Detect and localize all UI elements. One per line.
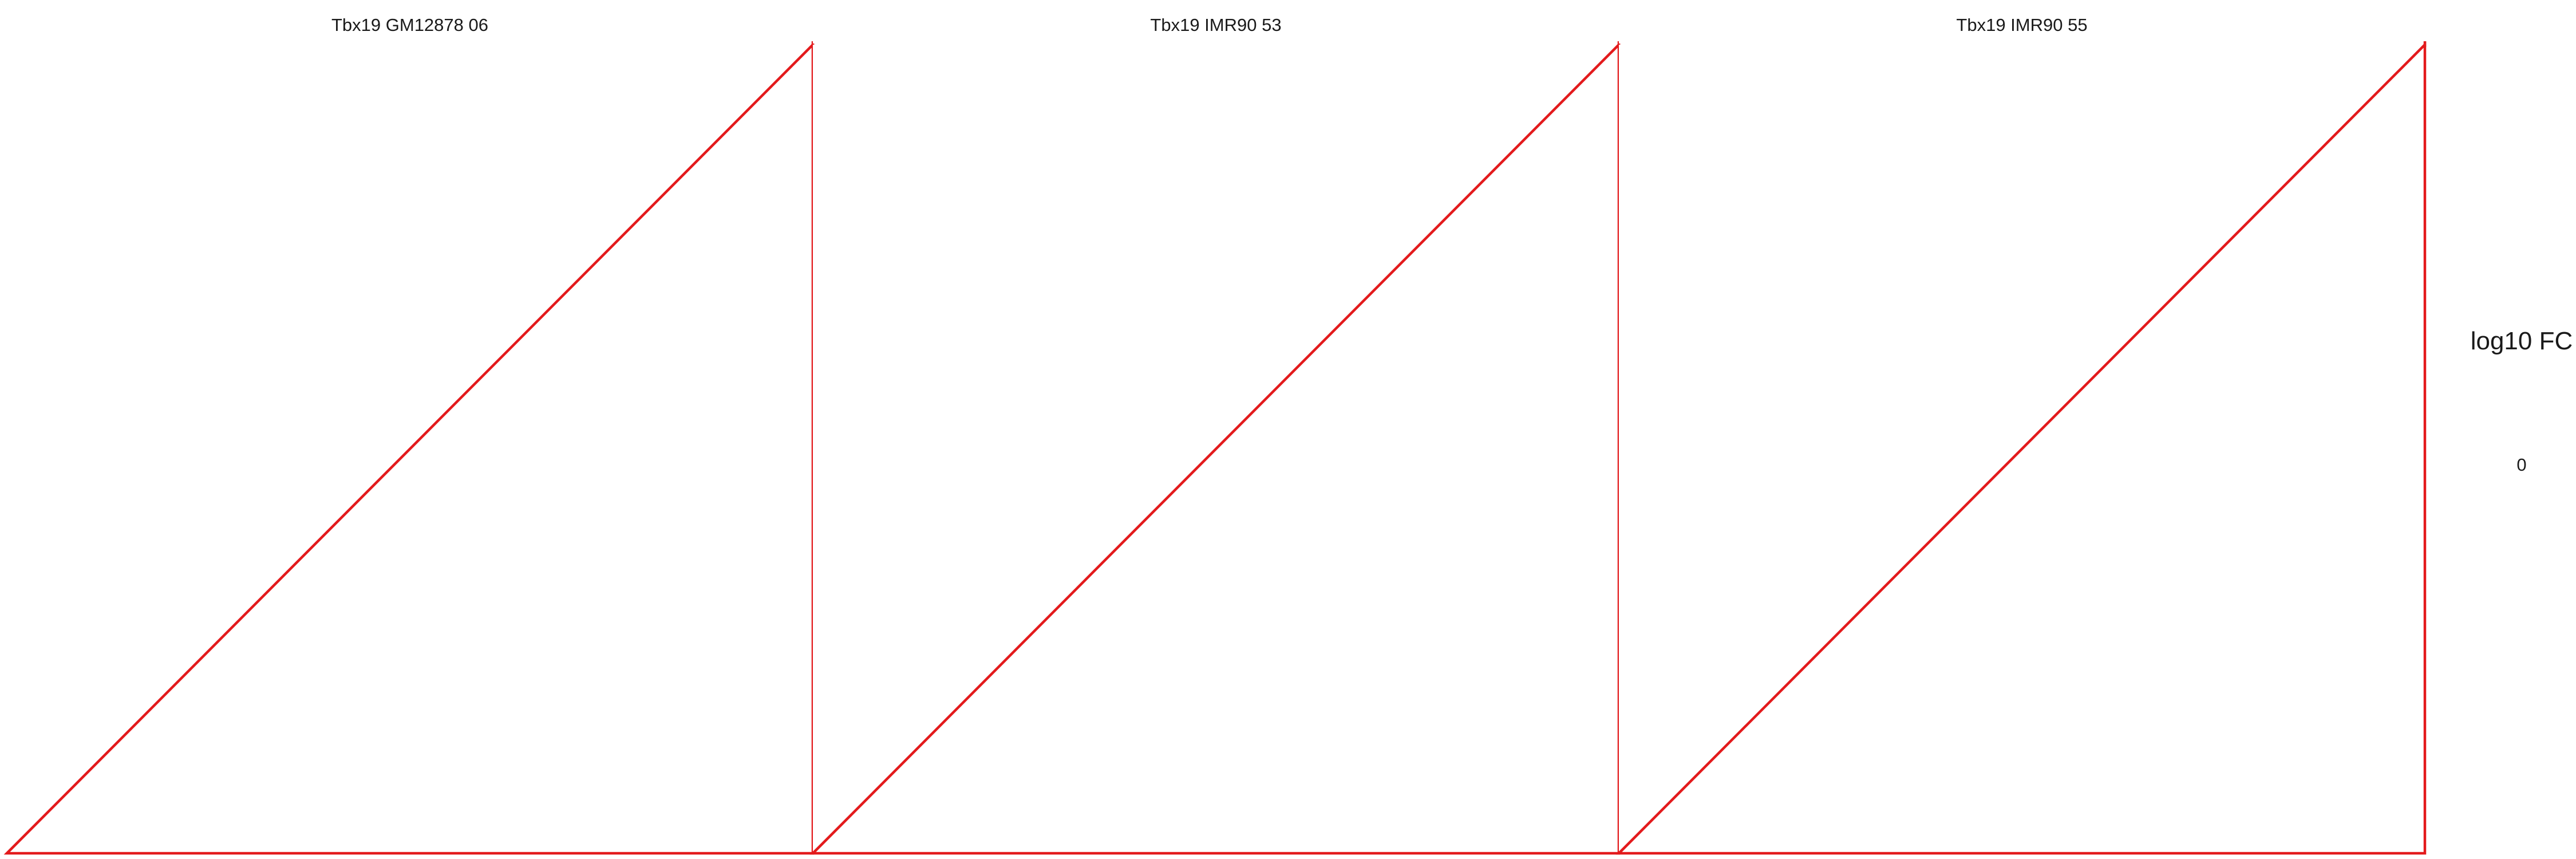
panel-strip <box>7 10 813 44</box>
panel-strip <box>1619 10 2425 44</box>
legend-label: 0 <box>2516 455 2526 475</box>
triangle-outline <box>1615 41 2427 855</box>
panel-title: Tbx19 IMR90 55 <box>1956 15 2087 35</box>
panels-group: Tbx19 GM12878 06 Tbx19 IMR90 53 Tbx19 IMR9… <box>3 10 2427 855</box>
legend-title: log10 FC <box>2471 327 2573 355</box>
legend: log10 FC 0 <box>2471 327 2573 475</box>
panel-title: Tbx19 GM12878 06 <box>331 15 488 35</box>
panel-strip <box>813 10 1619 44</box>
panel-title: Tbx19 IMR90 53 <box>1150 15 1281 35</box>
